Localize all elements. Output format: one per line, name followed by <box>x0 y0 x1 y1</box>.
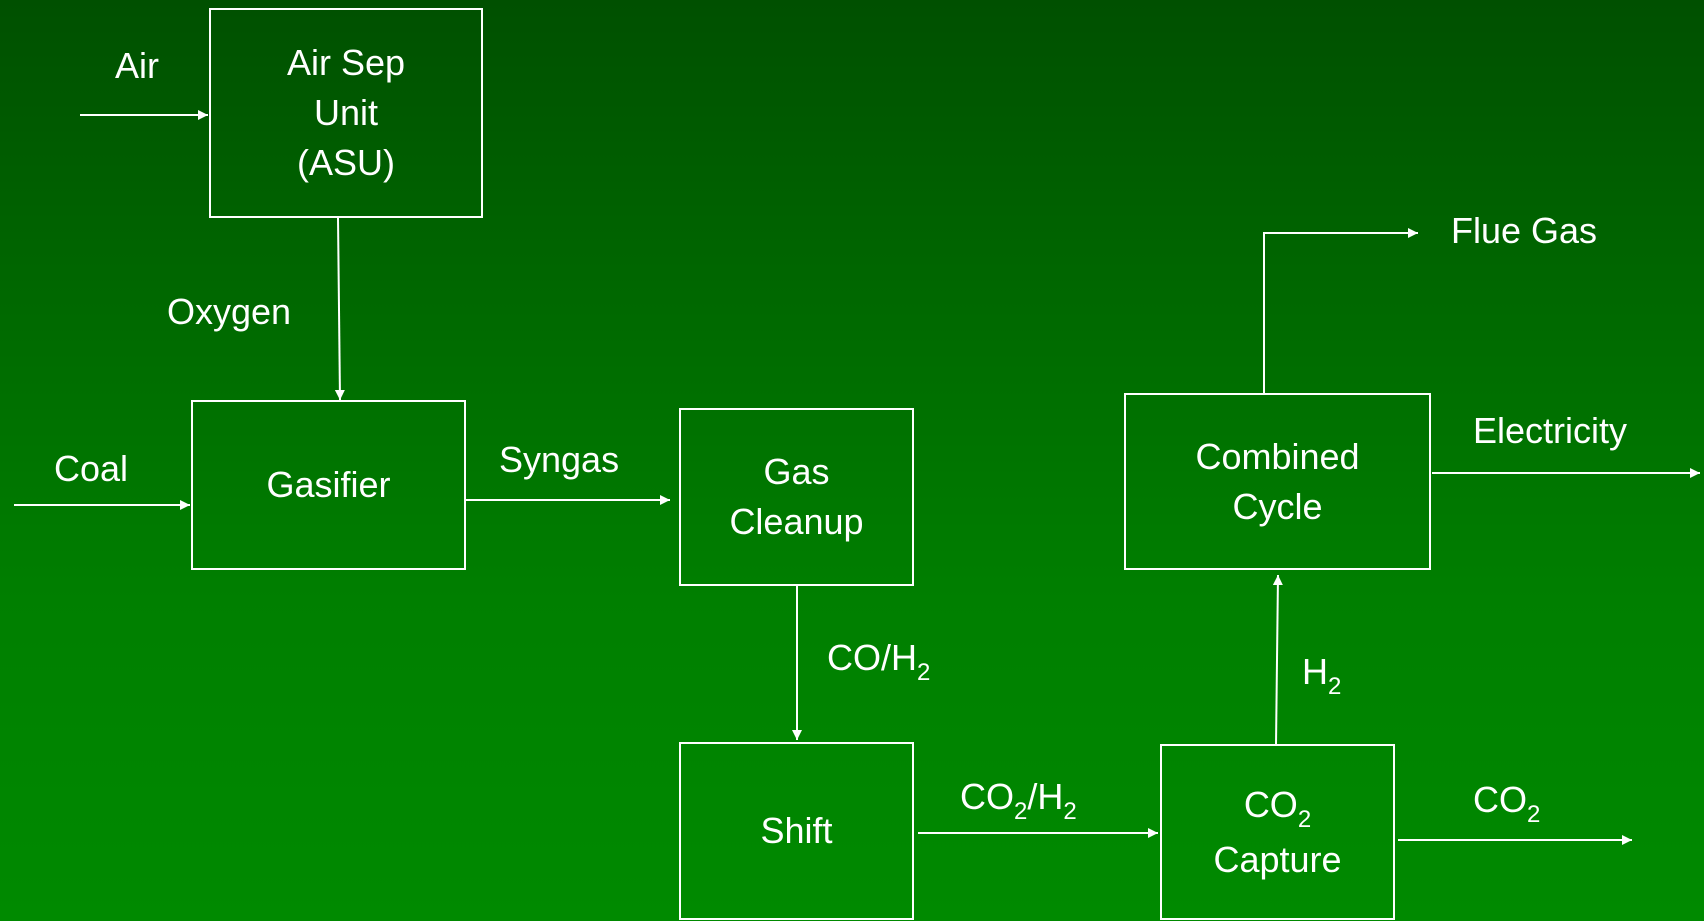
asu-box: Air Sep Unit (ASU) <box>209 8 483 218</box>
combined-cycle-box: Combined Cycle <box>1124 393 1431 570</box>
oxygen-arrow <box>334 217 345 401</box>
shift-box: Shift <box>679 742 914 920</box>
co2-h2-sub2: 2 <box>1063 798 1077 825</box>
h2-label: H2 <box>1302 650 1342 700</box>
h2-arrow <box>1272 574 1283 746</box>
combined-cycle-label-line1: Combined <box>1195 435 1360 477</box>
co-h2-label: CO/H2 <box>827 636 931 686</box>
oxygen-label: Oxygen <box>167 291 292 332</box>
syngas-label: Syngas <box>499 439 620 480</box>
gas-cleanup-box: Gas Cleanup <box>679 408 914 586</box>
gas-cleanup-label-line1: Gas <box>763 451 830 492</box>
co2-h2-label: CO2/H2 <box>960 775 1077 825</box>
co2-out-label: CO2 <box>1473 778 1541 828</box>
co2-capture-co: CO <box>1243 783 1298 825</box>
flue-gas-label: Flue Gas <box>1451 210 1598 251</box>
electricity-label: Electricity <box>1473 410 1628 451</box>
asu-label-line2: Unit <box>313 92 379 133</box>
asu-label-line3: (ASU) <box>297 142 395 183</box>
h2-text: H <box>1302 651 1328 692</box>
h2-subscript: 2 <box>1328 673 1342 700</box>
co2-capture-box: CO2 Capture <box>1160 744 1395 920</box>
co2-h2-h: /H <box>1027 776 1064 817</box>
co2-h2-sub1: 2 <box>1014 798 1028 825</box>
co2-capture-label-line1: CO2 <box>1244 780 1311 835</box>
co-h2-subscript: 2 <box>917 659 931 686</box>
shift-label: Shift <box>760 810 833 851</box>
combined-cycle-label-line2: Cycle <box>1232 485 1323 527</box>
co2-capture-subscript: 2 <box>1297 805 1312 833</box>
gas-cleanup-label-line2: Cleanup <box>729 501 864 542</box>
co2-out-text: CO <box>1473 779 1527 820</box>
gasifier-label: Gasifier <box>266 464 391 505</box>
gasifier-box: Gasifier <box>191 400 466 570</box>
asu-label-line1: Air Sep <box>286 42 406 83</box>
flue-gas-arrow <box>1263 228 1418 393</box>
co2-capture-label-line2: Capture <box>1213 838 1342 880</box>
co2-h2-co: CO <box>960 776 1014 817</box>
co2-out-subscript: 2 <box>1527 801 1541 828</box>
co-h2-text: CO/H <box>827 637 917 678</box>
coal-label: Coal <box>54 448 129 489</box>
air-label: Air <box>115 45 159 86</box>
